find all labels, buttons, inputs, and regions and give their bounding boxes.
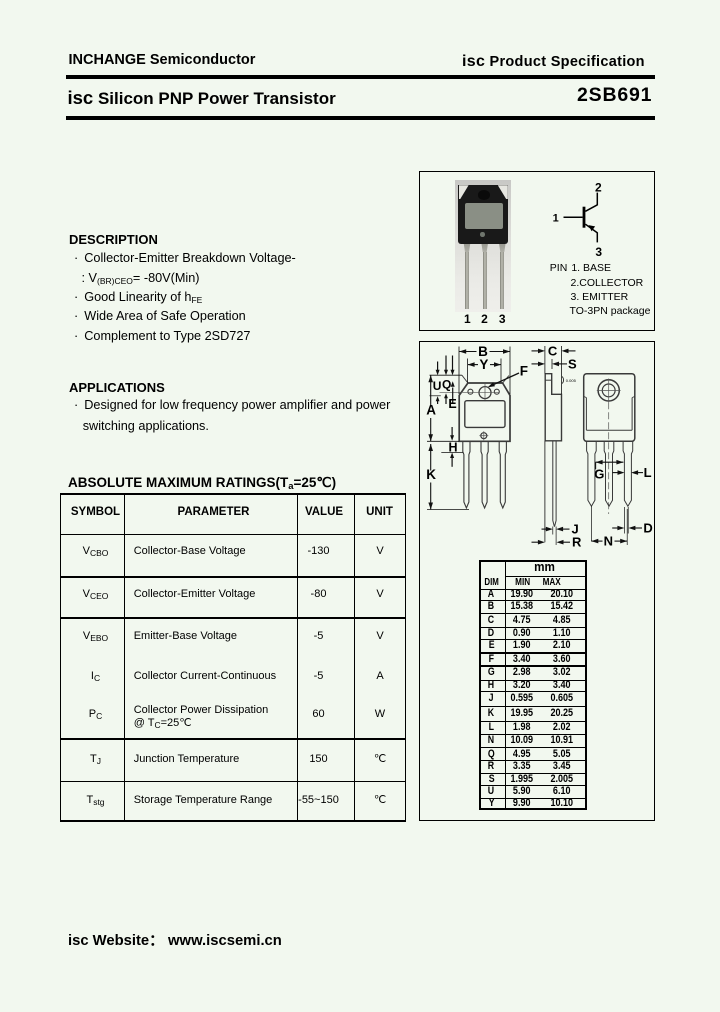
svg-text:Q: Q — [442, 378, 451, 392]
svg-text:J: J — [572, 522, 579, 537]
svg-text:1: 1 — [553, 213, 559, 225]
svg-text:G: G — [594, 467, 604, 482]
svg-text:K: K — [426, 467, 436, 482]
svg-text:S: S — [568, 356, 577, 371]
svg-text:H: H — [449, 441, 458, 455]
svg-text:R: R — [572, 535, 582, 550]
svg-text:L: L — [644, 465, 652, 480]
svg-text:A: A — [426, 403, 436, 418]
svg-text:2: 2 — [595, 181, 602, 195]
svg-text:E: E — [448, 397, 456, 411]
svg-text:C: C — [548, 343, 558, 358]
svg-text:3: 3 — [595, 245, 602, 259]
svg-text:U: U — [433, 379, 442, 393]
svg-text:B: B — [478, 344, 488, 359]
svg-text:F: F — [520, 363, 528, 378]
svg-text:0.005: 0.005 — [566, 378, 577, 383]
svg-text:Y: Y — [479, 357, 488, 372]
svg-text:D: D — [643, 521, 652, 536]
svg-text:N: N — [604, 534, 613, 549]
